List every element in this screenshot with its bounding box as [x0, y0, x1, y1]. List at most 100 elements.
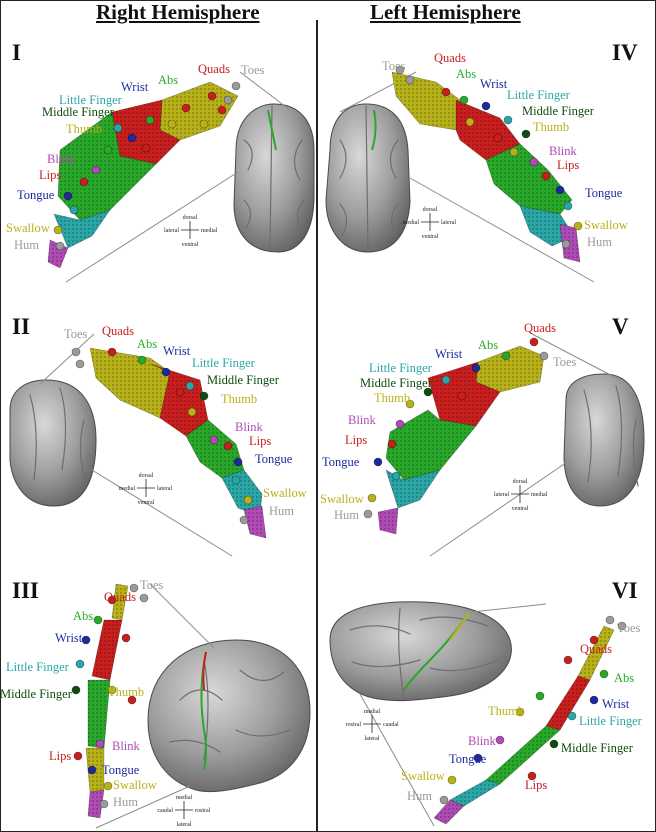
panel-V-label-hum: Hum	[334, 508, 359, 522]
brain-VI-sulcus	[419, 616, 489, 627]
brain-I-sulcus	[243, 139, 253, 171]
strip-I-cyan-texture	[54, 210, 110, 248]
orientation-I-top-label: dorsal	[183, 215, 198, 221]
zoom-line-VI-top	[471, 603, 547, 613]
orientation-VI-left-label: rostral	[346, 722, 362, 728]
panel-IV-electrode-little_finger	[563, 201, 573, 211]
panel-IV-electrode-quads	[493, 133, 503, 143]
panel-III-electrode-middle_finger	[71, 685, 81, 695]
zoom-line-II-bottom	[91, 469, 233, 557]
panel-VI-label-hum: Hum	[407, 789, 432, 803]
left-hemisphere-title: Left Hemisphere	[370, 0, 521, 24]
panel-II-electrode-toes	[71, 347, 81, 357]
brain-IV-sulcus	[389, 139, 399, 179]
zoom-line-I-bottom	[65, 171, 239, 283]
brain-I-strip	[267, 109, 277, 151]
panel-III-electrode-thumb	[107, 685, 117, 695]
brain-V-sulcus	[583, 389, 592, 483]
brain-II-sulcus	[59, 387, 67, 471]
panel-I-electrode-little_finger	[113, 123, 123, 133]
panel-label-III: III	[12, 578, 39, 603]
panel-III-electrode-blink	[95, 739, 105, 749]
panel-VI-electrode-abs	[535, 691, 545, 701]
zoom-line-V-bottom	[429, 459, 571, 557]
panel-label-V: V	[612, 314, 629, 339]
panel-IV-label-quads: Quads	[434, 51, 466, 65]
panel-V-label-middle-finger: Middle Finger	[360, 376, 432, 390]
panel-II-label-hum: Hum	[269, 504, 294, 518]
brain-VI-strip-yellow	[449, 611, 471, 641]
strip-III-magenta-texture	[88, 790, 104, 818]
panel-IV-electrode-quads	[441, 87, 451, 97]
orientation-V-top-label: dorsal	[513, 479, 528, 485]
panel-I-label-wrist: Wrist	[121, 80, 149, 94]
right-hemisphere-title: Right Hemisphere	[96, 0, 260, 24]
zoom-line-IV-bottom	[409, 177, 595, 283]
panel-I-electrode-quads	[207, 91, 217, 101]
panel-VI-electrode-hum	[439, 795, 449, 805]
brain-I-sulcus	[296, 199, 305, 233]
panel-VI-label-blink: Blink	[468, 734, 496, 748]
orientation-IV-left-label: medial	[403, 220, 420, 226]
orientation-I-left-label: lateral	[164, 228, 179, 234]
panel-III-label-hum: Hum	[113, 795, 138, 809]
panel-VI-label-little-finger: Little Finger	[579, 714, 642, 728]
panel-II-electrode-middle_finger	[199, 391, 209, 401]
panel-VI-electrode-little_finger	[567, 711, 577, 721]
panel-IV-electrode-thumb	[509, 147, 519, 157]
orientation-III-right-label: rostral	[195, 808, 211, 814]
strip-II-red-texture	[150, 364, 208, 436]
brain-V	[563, 373, 645, 507]
brain-VI-sulcus	[349, 625, 411, 635]
orientation-III-top-label: medial	[176, 795, 193, 801]
panel-I-electrode-toes	[231, 81, 241, 91]
panel-IV-electrode-middle_finger	[521, 129, 531, 139]
strip-IV-red-texture	[456, 100, 520, 160]
panel-III-electrode-quads	[107, 595, 117, 605]
panel-IV-electrode-thumb	[465, 117, 475, 127]
brain-IV-strip	[371, 109, 377, 151]
panel-I-electrode-swallow	[53, 225, 63, 235]
brain-IV-sulcus	[390, 203, 399, 237]
brain-II	[9, 379, 97, 507]
strip-VI-yellow-top-texture	[578, 626, 614, 680]
panel-IV-label-swallow: Swallow	[584, 218, 628, 232]
panel-I-electrode-quads	[217, 105, 227, 115]
brain-III-sulcus	[235, 729, 291, 737]
orientation-II-right-label: lateral	[157, 486, 172, 492]
strip-VI-green-texture	[486, 726, 560, 784]
panel-VI-electrode-middle_finger	[549, 739, 559, 749]
brain-VI-sulcus	[429, 659, 499, 672]
panel-IV-label-thumb: Thumb	[533, 120, 570, 134]
panel-V-label-wrist: Wrist	[435, 347, 463, 361]
panel-V-electrode-quads	[529, 337, 539, 347]
panel-I-label-little-finger: Little Finger	[59, 93, 122, 107]
panel-IV-label-middle-finger: Middle Finger	[522, 104, 594, 118]
panel-III-label-quads: Quads	[104, 590, 136, 604]
panel-IV-label-abs: Abs	[456, 67, 477, 81]
panel-IV-label-blink: Blink	[549, 144, 577, 158]
orientation-III-left-label: caudal	[157, 808, 173, 814]
brain-II-sulcus	[29, 394, 37, 481]
panel-I-label-middle-finger: Middle Finger	[42, 105, 114, 119]
panel-I-label-toes: Toes	[241, 63, 265, 77]
panel-VI-label-quads: Quads	[580, 642, 612, 656]
strip-I-red-texture	[112, 100, 180, 164]
panel-II-electrode-blink	[209, 435, 219, 445]
panel-IV-label-little-finger: Little Finger	[507, 88, 570, 102]
panel-VI-electrode-wrist	[589, 695, 599, 705]
panel-VI-label-lips: Lips	[525, 778, 548, 792]
panel-III-label-abs: Abs	[73, 609, 94, 623]
orientation-IV-bottom-label: ventral	[422, 234, 439, 240]
brain-VI	[329, 601, 512, 702]
panel-III-electrode-toes	[139, 593, 149, 603]
panel-III-label-swallow: Swallow	[113, 778, 157, 792]
brain-IV-sulcus	[339, 139, 347, 179]
panel-I-electrode-toes	[223, 95, 233, 105]
panel-V-electrode-hum	[363, 509, 373, 519]
strip-III-yellow-top-texture	[112, 584, 128, 620]
panel-VI-electrode-quads	[589, 635, 599, 645]
